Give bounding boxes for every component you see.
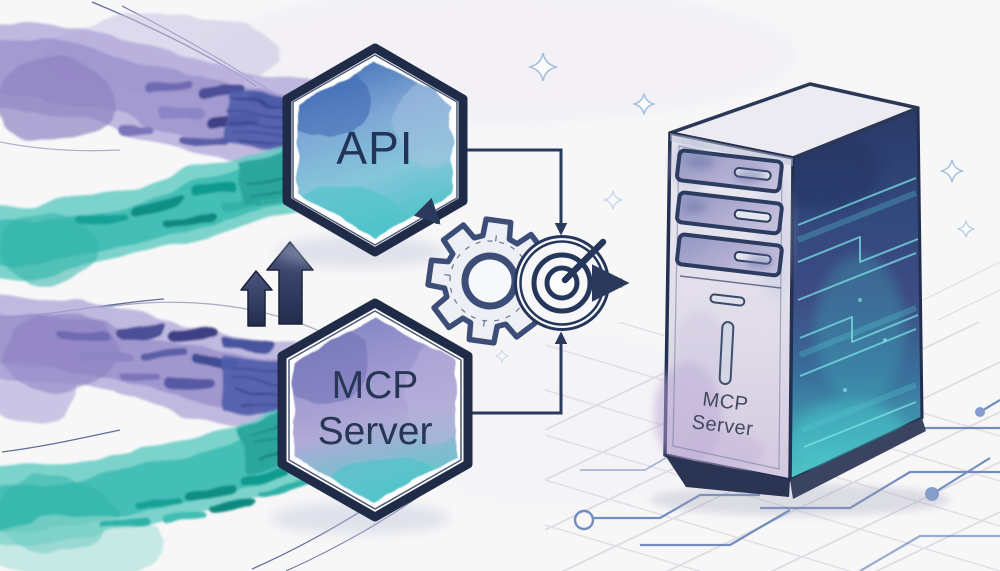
stream-purple-top — [0, 17, 343, 174]
mcp-server-hexagon — [270, 298, 473, 534]
target-dial-icon — [514, 235, 610, 331]
power-slot — [709, 293, 746, 307]
connectors — [464, 148, 568, 415]
sparkle-icon — [528, 52, 558, 82]
connector-mcp-to-target — [469, 331, 568, 415]
sparkle-icon — [495, 349, 509, 363]
sparkle-icon — [603, 190, 623, 210]
sparkle-icon — [957, 220, 975, 238]
up-arrow-small — [240, 270, 273, 327]
sparkle-icon — [633, 93, 655, 115]
connector-api-to-target — [464, 148, 568, 236]
sparkles — [495, 52, 975, 363]
server-tower — [650, 82, 950, 516]
server-base — [790, 418, 926, 499]
vertical-slot — [718, 321, 735, 385]
bay-slot — [733, 209, 772, 223]
bay-texture — [683, 155, 774, 269]
sparkle-icon — [940, 159, 964, 183]
server-base — [665, 455, 790, 497]
arrow-api-to-gear — [413, 197, 441, 225]
